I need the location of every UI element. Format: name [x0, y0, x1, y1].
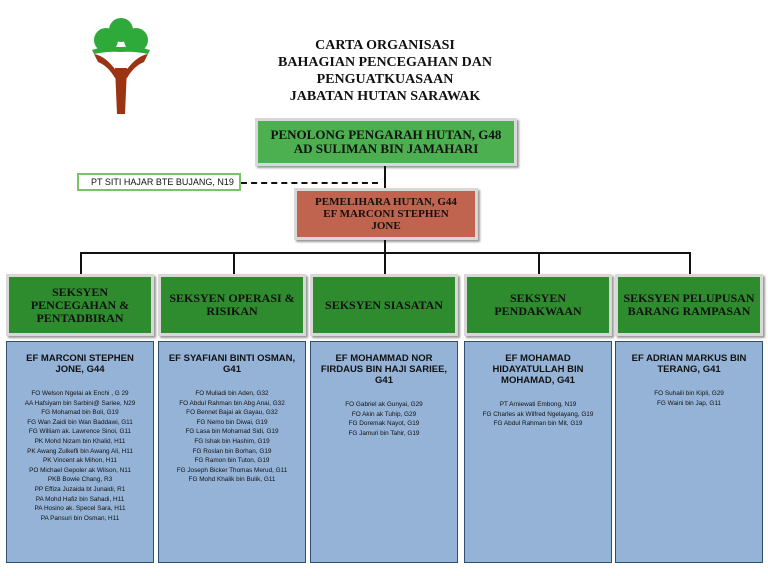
title-line-2: BAHAGIAN PENCEGAHAN DAN [278, 55, 492, 70]
member-list-3: FO Gabriel ak Gunyai, G29 FO Akin ak Tuh… [311, 400, 457, 438]
staff-box: PT SITI HAJAR BTE BUJANG, N19 [77, 173, 241, 191]
drop-5 [689, 252, 691, 274]
chart-title: CARTA ORGANISASI BAHAGIAN PENCEGAHAN DAN… [230, 37, 540, 105]
section-header-3: SEKSYEN SIASATAN [310, 274, 458, 336]
jabatan-hutan-logo [92, 18, 150, 114]
member: PO Michael Gepoler ak Wilson, N11 [29, 466, 131, 474]
member: FO Muliadi bin Aden, G32 [195, 390, 269, 397]
member: FO Bennet Bajai ak Gayau, G32 [186, 409, 278, 417]
member: FG Doremak Nayot, G19 [348, 420, 420, 428]
member: FG Wan Zaidi bin Wan Baddawi, G11 [27, 418, 133, 426]
middle-name-1: EF MARCONI STEPHEN [323, 208, 449, 220]
member: FG Mohd Khalik bin Bulik, G11 [188, 476, 276, 484]
assistant-director-box: PENOLONG PENGARAH HUTAN, G48 AD SULIMAN … [255, 118, 517, 166]
member: PT Arniewati Embong, N19 [499, 401, 577, 408]
member-list-4: PT Arniewati Embong, N19 FG Charles ak W… [465, 400, 611, 429]
staff-connector [241, 182, 378, 184]
member: FG Lasa bin Mohamad Sidi, G19 [185, 428, 279, 436]
member: PA Pansuri bin Osman, H11 [40, 514, 120, 522]
member: FG Nemo bin Diwai, G19 [196, 418, 268, 426]
member-list-1: FO Welson Ngelai ak Enchi , G 29 AA Hafs… [7, 389, 153, 523]
section-panel-1: EF MARCONI STEPHEN JONE, G44 FO Welson N… [6, 341, 154, 563]
section-panel-4: EF MOHAMAD HIDAYATULLAH BIN MOHAMAD, G41… [464, 341, 612, 563]
member: FO Suhaili bin Kipli, G29 [654, 390, 724, 397]
section-head-3: EF MOHAMMAD NOR FIRDAUS BIN HAJI SARIEE,… [320, 353, 448, 386]
member: PA Mohd Hafiz bin Sahadi, H11 [35, 495, 125, 503]
section-head-1: EF MARCONI STEPHEN JONE, G44 [26, 353, 134, 375]
member: PK Awang Zulkefli bin Awang Ali, H11 [27, 447, 133, 455]
member: AA Hafsiyam bin Sarbini@ Sariee, N29 [24, 399, 136, 407]
member: PA Hosino ak. Specel Sara, H11 [34, 505, 126, 513]
member: FO Welson Ngelai ak Enchi , G 29 [31, 390, 129, 397]
section-header-5: SEKSYEN PELUPUSAN BARANG RAMPASAN [615, 274, 763, 336]
title-line-4: JABATAN HUTAN SARAWAK [289, 89, 481, 104]
section-panel-3: EF MOHAMMAD NOR FIRDAUS BIN HAJI SARIEE,… [310, 341, 458, 563]
member: FO Gabriel ak Gunyai, G29 [345, 401, 423, 408]
member-list-5: FO Suhaili bin Kipli, G29 FG Waini bin J… [616, 389, 762, 408]
middle-name-2: JONE [371, 220, 401, 232]
title-line-3: PENGUATKUASAAN [316, 72, 454, 87]
member-list-2: FO Muliadi bin Aden, G32 FO Abdul Rahman… [159, 389, 305, 485]
member: FG Ramon bin Tuton, G19 [194, 457, 270, 465]
member: PKB Bowie Chang, R3 [47, 476, 113, 484]
member: PK Mohd Nizam bin Khalid, H11 [34, 437, 126, 445]
section-header-2: SEKSYEN OPERASI & RISIKAN [158, 274, 306, 336]
member: FG Mohamad bin Boli, G19 [41, 409, 119, 417]
drop-3 [384, 252, 386, 274]
member: FO Abdul Rahman bin Abg Anai, G32 [179, 399, 285, 407]
drop-2 [233, 252, 235, 274]
section-head-4: EF MOHAMAD HIDAYATULLAH BIN MOHAMAD, G41 [492, 353, 584, 386]
section-head-2: EF SYAFIANI BINTI OSMAN, G41 [168, 353, 296, 375]
top-position: PENOLONG PENGARAH HUTAN, G48 [270, 127, 502, 142]
member: FG Charles ak Wilfred Ngelayang, G19 [482, 410, 594, 418]
member: FG Jamuri bin Tahir, G19 [348, 429, 420, 437]
member: FG Roslan bin Borhan, G19 [192, 447, 272, 455]
member: FG Waini bin Jap, G11 [657, 399, 721, 407]
member: FG Abdul Rahman bin Mit, G19 [493, 420, 583, 428]
section-panel-2: EF SYAFIANI BINTI OSMAN, G41 FO Muliadi … [158, 341, 306, 563]
drop-4 [538, 252, 540, 274]
section-panel-5: EF ADRIAN MARKUS BIN TERANG, G41 FO Suha… [615, 341, 763, 563]
member: PK Vincent ak Mihon, H11 [42, 457, 117, 465]
connector-middle-bus [384, 240, 386, 253]
section-header-4: SEKSYEN PENDAKWAAN [464, 274, 612, 336]
member: FO Akin ak Tuhip, G29 [351, 410, 417, 418]
member: FG William ak. Lawrence Sinoi, G11 [28, 428, 132, 436]
title-line-1: CARTA ORGANISASI [315, 38, 455, 53]
member: FG Joseph Bicker Thomas Merud, G11 [176, 466, 288, 474]
forest-warden-box: PEMELIHARA HUTAN, G44 EF MARCONI STEPHEN… [294, 188, 478, 240]
middle-position: PEMELIHARA HUTAN, G44 [315, 196, 457, 208]
top-name: AD SULIMAN BIN JAMAHARI [293, 141, 479, 156]
member: FG Ishak bin Hashim, G19 [194, 437, 270, 445]
member: PP Effiza Juzaida bt Junaidi, R1 [34, 485, 126, 493]
connector-top-middle [384, 166, 386, 188]
section-header-1: SEKSYEN PENCEGAHAN & PENTADBIRAN [6, 274, 154, 336]
drop-1 [80, 252, 82, 274]
section-head-5: EF ADRIAN MARKUS BIN TERANG, G41 [631, 353, 747, 375]
